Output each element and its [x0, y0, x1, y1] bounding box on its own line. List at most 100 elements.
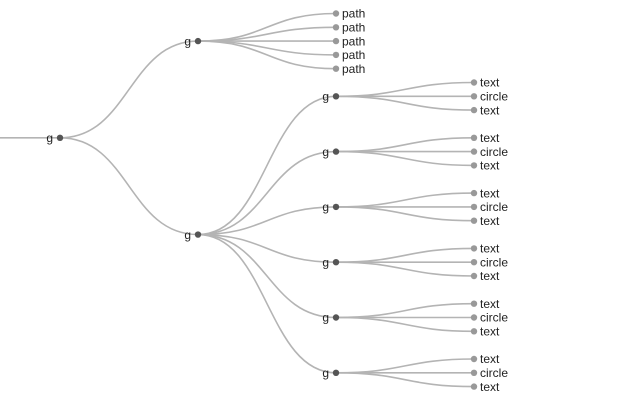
leaf-node-dot	[470, 314, 478, 321]
group-node-dot	[332, 148, 340, 155]
leaf-node-dot	[332, 10, 340, 17]
tree-link	[335, 150, 475, 167]
tree-group-node[interactable]: g	[322, 145, 340, 159]
tree-group-node[interactable]: g	[184, 228, 202, 242]
node-label: text	[480, 76, 500, 90]
group-node-dot	[194, 231, 202, 238]
tree-leaf-node[interactable]: text	[470, 297, 500, 311]
leaf-node-dot	[470, 355, 478, 363]
tree-group-node[interactable]: g	[322, 255, 340, 269]
tree-leaf-node[interactable]: text	[470, 214, 500, 228]
tree-leaf-node[interactable]: circle	[470, 145, 509, 159]
group-node-dot	[332, 314, 340, 321]
tree-link	[335, 137, 475, 153]
tree-leaf-node[interactable]: path	[332, 34, 366, 48]
tree-group-node[interactable]: g	[322, 311, 340, 325]
leaf-node-dot	[470, 259, 478, 266]
node-label: text	[480, 214, 500, 228]
leaf-node-dot	[470, 79, 478, 86]
node-label: g	[322, 90, 329, 104]
tree-link	[335, 372, 475, 388]
tree-link	[197, 233, 337, 374]
tree-leaf-node[interactable]: circle	[470, 90, 509, 104]
node-label: g	[322, 311, 329, 325]
group-node-dot	[194, 37, 202, 45]
tree-leaf-node[interactable]: text	[470, 380, 500, 394]
tree-group-node[interactable]: g	[322, 366, 340, 380]
node-label: g	[322, 255, 329, 269]
node-label: text	[480, 297, 500, 311]
tree-leaf-node[interactable]: text	[470, 159, 500, 173]
leaf-node-dot	[470, 93, 478, 100]
node-label: g	[46, 131, 53, 145]
tree-group-node[interactable]: g	[322, 90, 340, 104]
tree-links	[0, 12, 475, 388]
tree-group-node[interactable]: g	[184, 34, 202, 48]
leaf-node-dot	[470, 245, 478, 252]
leaf-node-dot	[332, 24, 340, 31]
tree-leaf-node[interactable]: path	[332, 21, 366, 35]
node-label: g	[322, 200, 329, 214]
leaf-node-dot	[470, 272, 478, 280]
leaf-node-dot	[470, 383, 478, 390]
leaf-node-dot	[470, 106, 478, 114]
node-label: text	[480, 352, 500, 366]
node-label: circle	[480, 90, 508, 104]
tree-leaf-node[interactable]: text	[470, 352, 500, 366]
tree-link	[197, 40, 337, 70]
leaf-node-dot	[332, 37, 340, 45]
tree-leaf-node[interactable]: path	[332, 62, 366, 76]
node-label: path	[342, 48, 365, 62]
node-label: g	[322, 145, 329, 159]
tree-link	[197, 40, 337, 56]
group-node-dot	[332, 93, 340, 100]
tree-link	[335, 81, 475, 98]
node-label: g	[322, 366, 329, 380]
node-label: text	[480, 131, 500, 145]
tree-link	[197, 95, 337, 236]
tree-leaf-node[interactable]: text	[470, 103, 500, 117]
tree-link	[197, 233, 337, 319]
node-label: g	[184, 228, 191, 242]
node-label: text	[480, 269, 500, 283]
tree-leaf-node[interactable]: text	[470, 76, 500, 90]
node-label: text	[480, 159, 500, 173]
tree-leaf-node[interactable]: circle	[470, 255, 509, 269]
tree-leaf-node[interactable]: path	[332, 7, 366, 21]
tree-link	[335, 358, 475, 374]
tree-leaf-node[interactable]: text	[470, 325, 500, 339]
tree-leaf-node[interactable]: circle	[470, 200, 509, 214]
tree-leaf-node[interactable]: text	[470, 269, 500, 283]
tree-link	[335, 302, 475, 319]
tree-link	[197, 206, 337, 236]
group-node-dot	[332, 259, 340, 266]
node-label: text	[480, 103, 500, 117]
tree-link	[335, 192, 475, 208]
node-label: text	[480, 186, 500, 200]
group-node-dot	[56, 134, 64, 142]
node-label: text	[480, 380, 500, 394]
tree-leaf-node[interactable]: circle	[470, 311, 509, 325]
tree-leaf-node[interactable]: text	[470, 242, 500, 256]
tree-group-node[interactable]: g	[322, 200, 340, 214]
node-label: path	[342, 21, 365, 35]
tree-link	[59, 40, 199, 139]
tree-link	[335, 316, 475, 333]
tree-link	[335, 247, 475, 263]
tree-nodes: pathpathpathpathpathgtextcircletextgtext…	[46, 7, 508, 394]
tree-leaf-node[interactable]: text	[470, 186, 500, 200]
node-label: circle	[480, 311, 508, 325]
tree-leaf-node[interactable]: text	[470, 131, 500, 145]
tree-leaf-node[interactable]: path	[332, 48, 366, 62]
tree-leaf-node[interactable]: circle	[470, 366, 509, 380]
tree-link	[335, 95, 475, 111]
leaf-node-dot	[332, 51, 340, 59]
node-label: path	[342, 34, 365, 48]
node-label: text	[480, 242, 500, 256]
tree-group-node[interactable]: g	[46, 131, 64, 145]
group-node-dot	[332, 203, 340, 211]
leaf-node-dot	[470, 300, 478, 307]
leaf-node-dot	[470, 189, 478, 197]
leaf-node-dot	[332, 65, 340, 72]
